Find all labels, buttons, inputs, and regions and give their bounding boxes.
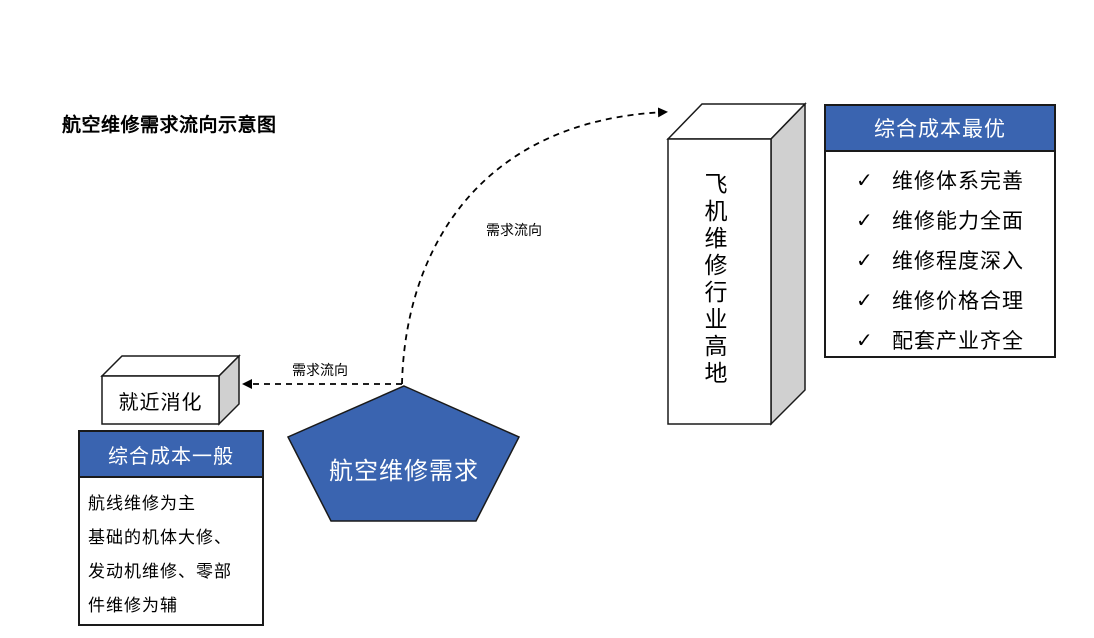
text-line: 件维修为辅: [88, 595, 178, 616]
near-box-front: [101, 375, 220, 425]
general-cost-text: 航线维修为主 基础的机体大修、 发动机维修、零部 件维修为辅: [80, 478, 262, 620]
tower-char: 维: [704, 226, 728, 252]
text-line: 航线维修为主: [88, 493, 196, 514]
tower-front: [667, 138, 772, 425]
optimal-cost-list: ✓ 维修体系完善 ✓ 维修能力全面 ✓ 维修程度深入 ✓ 维修价格合理 ✓ 配套…: [826, 152, 1054, 360]
tower-char: 行: [704, 280, 728, 306]
demand-flow-arrow-upper: [401, 107, 668, 385]
near-box: [100, 354, 241, 426]
flow-label-lower: 需求流向: [292, 363, 348, 379]
optimal-cost-panel: 综合成本最优 ✓ 维修体系完善 ✓ 维修能力全面 ✓ 维修程度深入 ✓ 维修价格…: [824, 104, 1056, 358]
tower-char: 机: [704, 199, 728, 225]
list-item-label: 维修价格合理: [892, 289, 1024, 313]
list-item: ✓ 维修价格合理: [856, 280, 1054, 320]
list-item: ✓ 维修能力全面: [856, 200, 1054, 240]
tower-char: 高: [704, 334, 728, 360]
list-item: ✓ 维修程度深入: [856, 240, 1054, 280]
list-item-label: 维修体系完善: [892, 169, 1024, 193]
list-item-label: 配套产业齐全: [892, 329, 1024, 353]
general-cost-heading: 综合成本一般: [80, 432, 262, 478]
demand-pentagon-label: 航空维修需求: [329, 456, 479, 485]
check-icon: ✓: [856, 248, 874, 272]
text-line: 发动机维修、零部: [88, 561, 232, 582]
list-item: ✓ 维修体系完善: [856, 160, 1054, 200]
tower-char: 飞: [704, 172, 728, 198]
tower-box: [666, 102, 807, 426]
near-box-label: 就近消化: [118, 389, 203, 414]
tower-char: 业: [704, 307, 728, 333]
tower-label: 飞 机 维 修 行 业 高 地: [688, 172, 744, 388]
list-item-label: 维修程度深入: [892, 249, 1024, 273]
page-title: 航空维修需求流向示意图: [62, 114, 277, 136]
list-item: ✓ 配套产业齐全: [856, 320, 1054, 360]
optimal-cost-heading: 综合成本最优: [826, 106, 1054, 152]
demand-pentagon: [286, 385, 521, 522]
check-icon: ✓: [856, 168, 874, 192]
flow-label-upper: 需求流向: [486, 223, 542, 239]
tower-side: [770, 102, 806, 426]
general-cost-panel: 综合成本一般 航线维修为主 基础的机体大修、 发动机维修、零部 件维修为辅: [78, 430, 264, 626]
check-icon: ✓: [856, 288, 874, 312]
tower-char: 地: [704, 361, 728, 387]
text-line: 基础的机体大修、: [88, 527, 232, 548]
list-item-label: 维修能力全面: [892, 209, 1024, 233]
check-icon: ✓: [856, 328, 874, 352]
near-box-top: [100, 355, 241, 377]
tower-char: 修: [704, 253, 728, 279]
check-icon: ✓: [856, 208, 874, 232]
